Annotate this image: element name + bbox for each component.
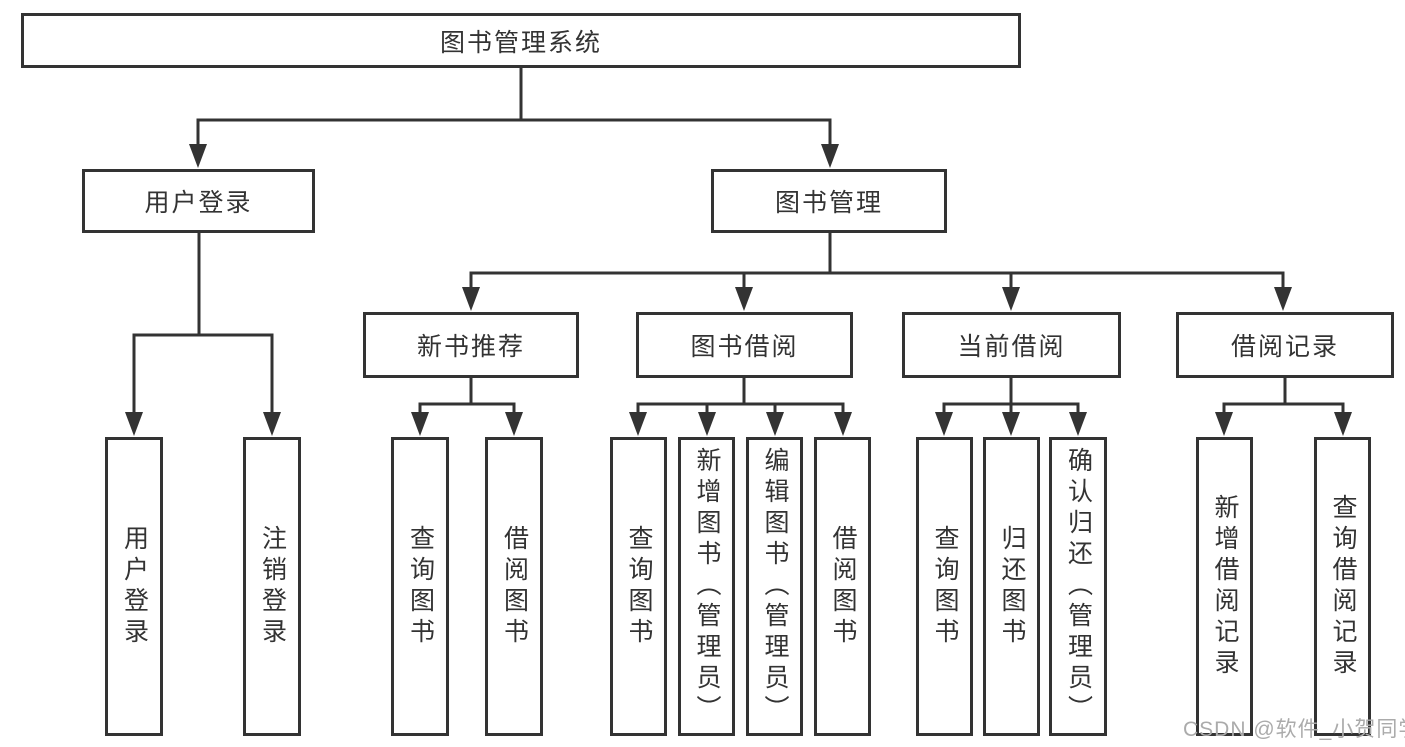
leaf-label: 借阅图书: [829, 524, 857, 649]
node-label: 用户登录: [144, 189, 253, 217]
arrowhead-borrow-records: [1274, 287, 1292, 311]
arrowhead-add-book: [698, 412, 716, 436]
leaf-label: 注销登录: [258, 524, 287, 649]
node-library-system-root: 图书管理系统: [21, 13, 1021, 68]
arrowhead-return-book: [1002, 412, 1020, 436]
arrowhead-user-login: [189, 144, 207, 168]
node-label: 当前借阅: [957, 333, 1066, 361]
arrowhead-query-book-2: [629, 412, 647, 436]
leaf-query-book-under-recommend: 查询图书: [391, 437, 449, 736]
arrowhead-book-borrow: [735, 287, 753, 311]
arrowhead-leaf-user-login: [125, 412, 143, 436]
node-user-login: 用户登录: [82, 169, 315, 233]
leaf-label: 确认归还（管理员）: [1064, 447, 1093, 726]
leaf-query-book-under-borrow: 查询图书: [610, 437, 667, 736]
arrowhead-query-book-3: [935, 412, 953, 436]
node-label: 图书管理: [774, 189, 883, 217]
arrowhead-new-book-rec: [462, 287, 480, 311]
node-label: 新书推荐: [416, 333, 525, 361]
arrowhead-current-borrow: [1002, 287, 1020, 311]
arrowhead-query-book-1: [411, 412, 429, 436]
leaf-label: 查询图书: [625, 524, 653, 649]
node-borrow-records: 借阅记录: [1176, 312, 1394, 378]
leaf-label: 查询图书: [931, 524, 959, 649]
leaf-edit-book-admin: 编辑图书（管理员）: [746, 437, 803, 736]
node-current-borrow: 当前借阅: [902, 312, 1121, 378]
node-new-book-recommend: 新书推荐: [363, 312, 579, 378]
node-book-borrow: 图书借阅: [636, 312, 853, 378]
leaf-query-book-under-current: 查询图书: [916, 437, 973, 736]
arrowhead-confirm-return: [1069, 412, 1087, 436]
arrowhead-leaf-logout: [263, 412, 281, 436]
arrowhead-query-borrow-record: [1334, 412, 1352, 436]
leaf-label: 借阅图书: [500, 524, 529, 649]
arrowhead-add-borrow-record: [1215, 412, 1233, 436]
leaf-label: 归还图书: [998, 524, 1026, 649]
leaf-label: 查询借阅记录: [1329, 493, 1357, 680]
leaf-confirm-return-admin: 确认归还（管理员）: [1049, 437, 1107, 736]
leaf-label: 新增借阅记录: [1211, 493, 1239, 680]
arrowhead-borrow-book-1: [505, 412, 523, 436]
leaf-add-borrow-record: 新增借阅记录: [1196, 437, 1253, 736]
leaf-label: 用户登录: [120, 524, 149, 649]
leaf-user-login: 用户登录: [105, 437, 163, 736]
leaf-return-book: 归还图书: [983, 437, 1040, 736]
node-book-management: 图书管理: [711, 169, 947, 233]
leaf-add-book-admin: 新增图书（管理员）: [678, 437, 735, 736]
arrowhead-edit-book: [766, 412, 784, 436]
csdn-watermark: CSDN @软件_小贺同学: [1183, 718, 1405, 741]
leaf-label: 新增图书（管理员）: [693, 447, 721, 726]
arrowhead-book-mgmt: [821, 144, 839, 168]
leaf-borrow-book-under-recommend: 借阅图书: [485, 437, 543, 736]
arrowhead-borrow-book-2: [834, 412, 852, 436]
leaf-query-borrow-record: 查询借阅记录: [1314, 437, 1371, 736]
leaf-logout: 注销登录: [243, 437, 301, 736]
leaf-label: 查询图书: [406, 524, 435, 649]
node-label: 图书管理系统: [439, 28, 602, 57]
node-label: 图书借阅: [690, 333, 799, 361]
node-label: 借阅记录: [1230, 333, 1339, 361]
leaf-borrow-book-under-borrow: 借阅图书: [814, 437, 871, 736]
leaf-label: 编辑图书（管理员）: [761, 447, 789, 726]
